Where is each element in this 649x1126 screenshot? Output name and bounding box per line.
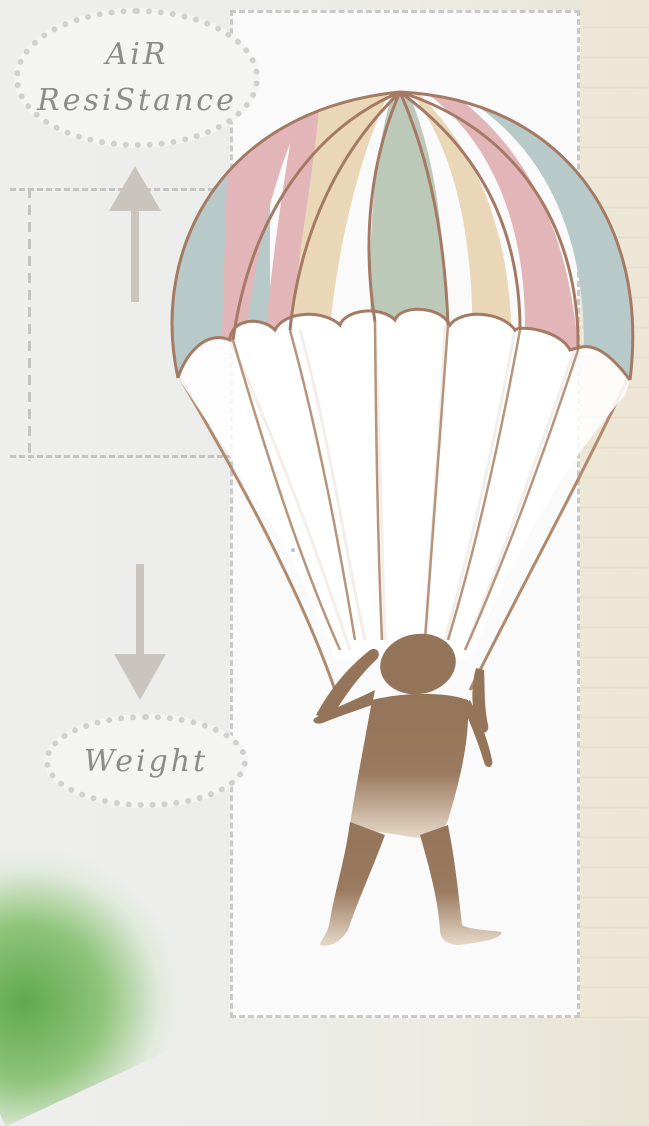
- person-icon: [313, 628, 502, 946]
- parachute-illustration: [0, 0, 649, 1021]
- canopy-underside: [178, 309, 630, 660]
